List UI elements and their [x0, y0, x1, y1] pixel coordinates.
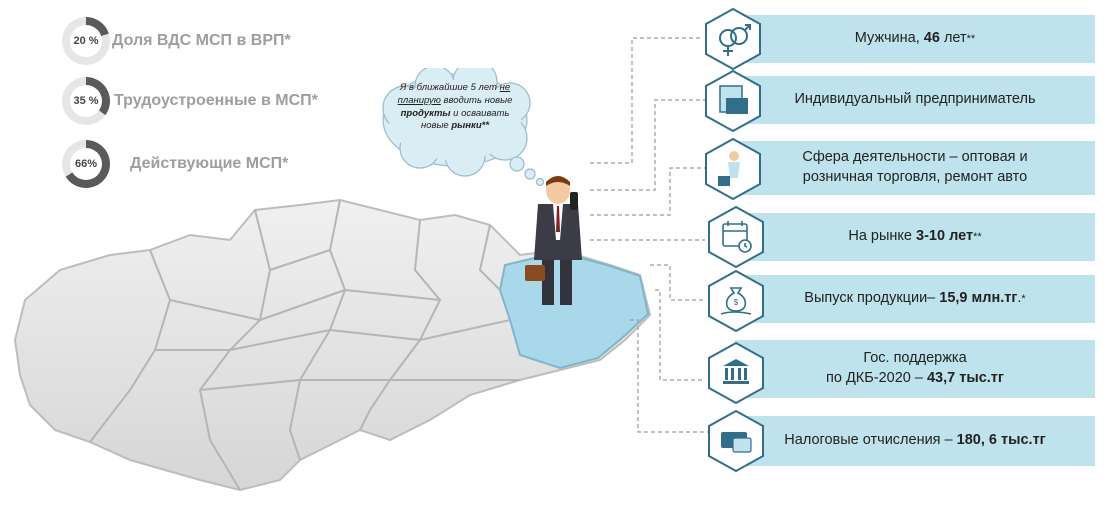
tax-icon	[703, 408, 769, 474]
panel-gender-age: Мужчина, 46 лет**	[735, 15, 1095, 63]
panel-line1: Гос. поддержка	[863, 350, 967, 367]
panel-line2: по ДКБ-2020 –	[826, 370, 927, 386]
thought-cloud	[382, 68, 545, 187]
panel-bold: 46	[923, 30, 940, 47]
panel-industry: Сфера деятельности – оптовая и розничная …	[735, 141, 1095, 195]
entrepreneur-icon	[700, 68, 766, 134]
businessman-figure	[525, 176, 582, 305]
panel-entity-type: Индивидуальный предприниматель	[735, 76, 1095, 124]
panel-text: Мужчина, 46 лет**	[855, 29, 975, 49]
map-outline	[13, 198, 652, 492]
gender-icon	[700, 6, 766, 72]
panel-taxes: Налоговые отчисления – 180, 6 тыс.тг	[735, 416, 1095, 466]
ring-value: 20 %	[70, 25, 102, 57]
kazakhstan-map	[13, 198, 652, 492]
panel-bold: 180, 6 тыс.тг	[956, 432, 1046, 449]
thought-part: и осваивать новые	[420, 107, 510, 132]
svg-text:$: $	[734, 298, 739, 307]
panel-bold: 43,7 тыс.тг	[926, 370, 1004, 386]
thought-underlined: не планирую	[397, 82, 511, 106]
panel-text: Гос. поддержка по ДКБ-2020 – 43,7 тыс.тг	[826, 349, 1004, 388]
panel-sup: **	[973, 231, 982, 244]
thought-text: Я в ближайшие 5 лет не планирую вводить …	[392, 82, 518, 133]
panel-line1: Сфера деятельности – оптовая и	[802, 149, 1028, 166]
panel-sup: *	[1021, 293, 1026, 306]
progress-ring: 35 %	[62, 77, 110, 125]
money-bag-icon: $	[703, 268, 769, 334]
panel-sup: **	[966, 33, 976, 46]
stat-label: Действующие МСП*	[130, 155, 289, 172]
panel-post: лет	[939, 30, 967, 47]
thought-bold: продукты	[400, 107, 451, 119]
panel-text: Индивидуальный предприниматель	[794, 91, 1036, 108]
connector-lines	[590, 37, 710, 433]
progress-ring: 66%	[62, 140, 110, 188]
thought-bold: рынки**	[451, 120, 490, 132]
panel-pre: Выпуск продукции–	[804, 290, 940, 307]
panel-line2: розничная торговля, ремонт авто	[802, 169, 1028, 185]
panel-pre: Налоговые отчисления –	[784, 432, 957, 449]
panel-text: На рынке 3-10 лет**	[848, 227, 981, 247]
worker-icon	[700, 136, 766, 202]
thought-part: Я в ближайшие 5 лет	[399, 82, 500, 93]
panel-pre: Мужчина,	[854, 30, 924, 47]
stat-label: Трудоустроенные в МСП*	[114, 92, 318, 109]
panel-text: Выпуск продукции– 15,9 млн.тг.*	[804, 289, 1025, 309]
calendar-icon	[703, 204, 769, 270]
ring-value: 35 %	[70, 85, 102, 117]
thought-part: вводить новые	[440, 94, 513, 106]
ring-value: 66%	[70, 148, 102, 180]
panel-text: Налоговые отчисления – 180, 6 тыс.тг	[784, 431, 1045, 451]
bank-icon	[703, 340, 769, 406]
stat-gva-share: 20 % Доля ВДС МСП в ВРП*	[62, 17, 291, 65]
panel-state-support: Гос. поддержка по ДКБ-2020 – 43,7 тыс.тг	[735, 340, 1095, 398]
stat-employed: 35 % Трудоустроенные в МСП*	[62, 77, 318, 125]
stat-label: Доля ВДС МСП в ВРП*	[112, 32, 291, 49]
panel-bold: 3-10 лет	[916, 228, 974, 245]
panel-text: Сфера деятельности – оптовая и розничная …	[802, 148, 1027, 187]
panel-post: .	[1017, 290, 1022, 307]
panel-pre: На рынке	[848, 228, 917, 245]
panel-bold: 15,9 млн.тг	[939, 290, 1018, 307]
progress-ring: 20 %	[62, 17, 110, 65]
stat-active-sme: 66% Действующие МСП*	[62, 140, 288, 188]
panel-market-age: На рынке 3-10 лет**	[735, 213, 1095, 261]
panel-output: Выпуск продукции– 15,9 млн.тг.*	[735, 275, 1095, 323]
